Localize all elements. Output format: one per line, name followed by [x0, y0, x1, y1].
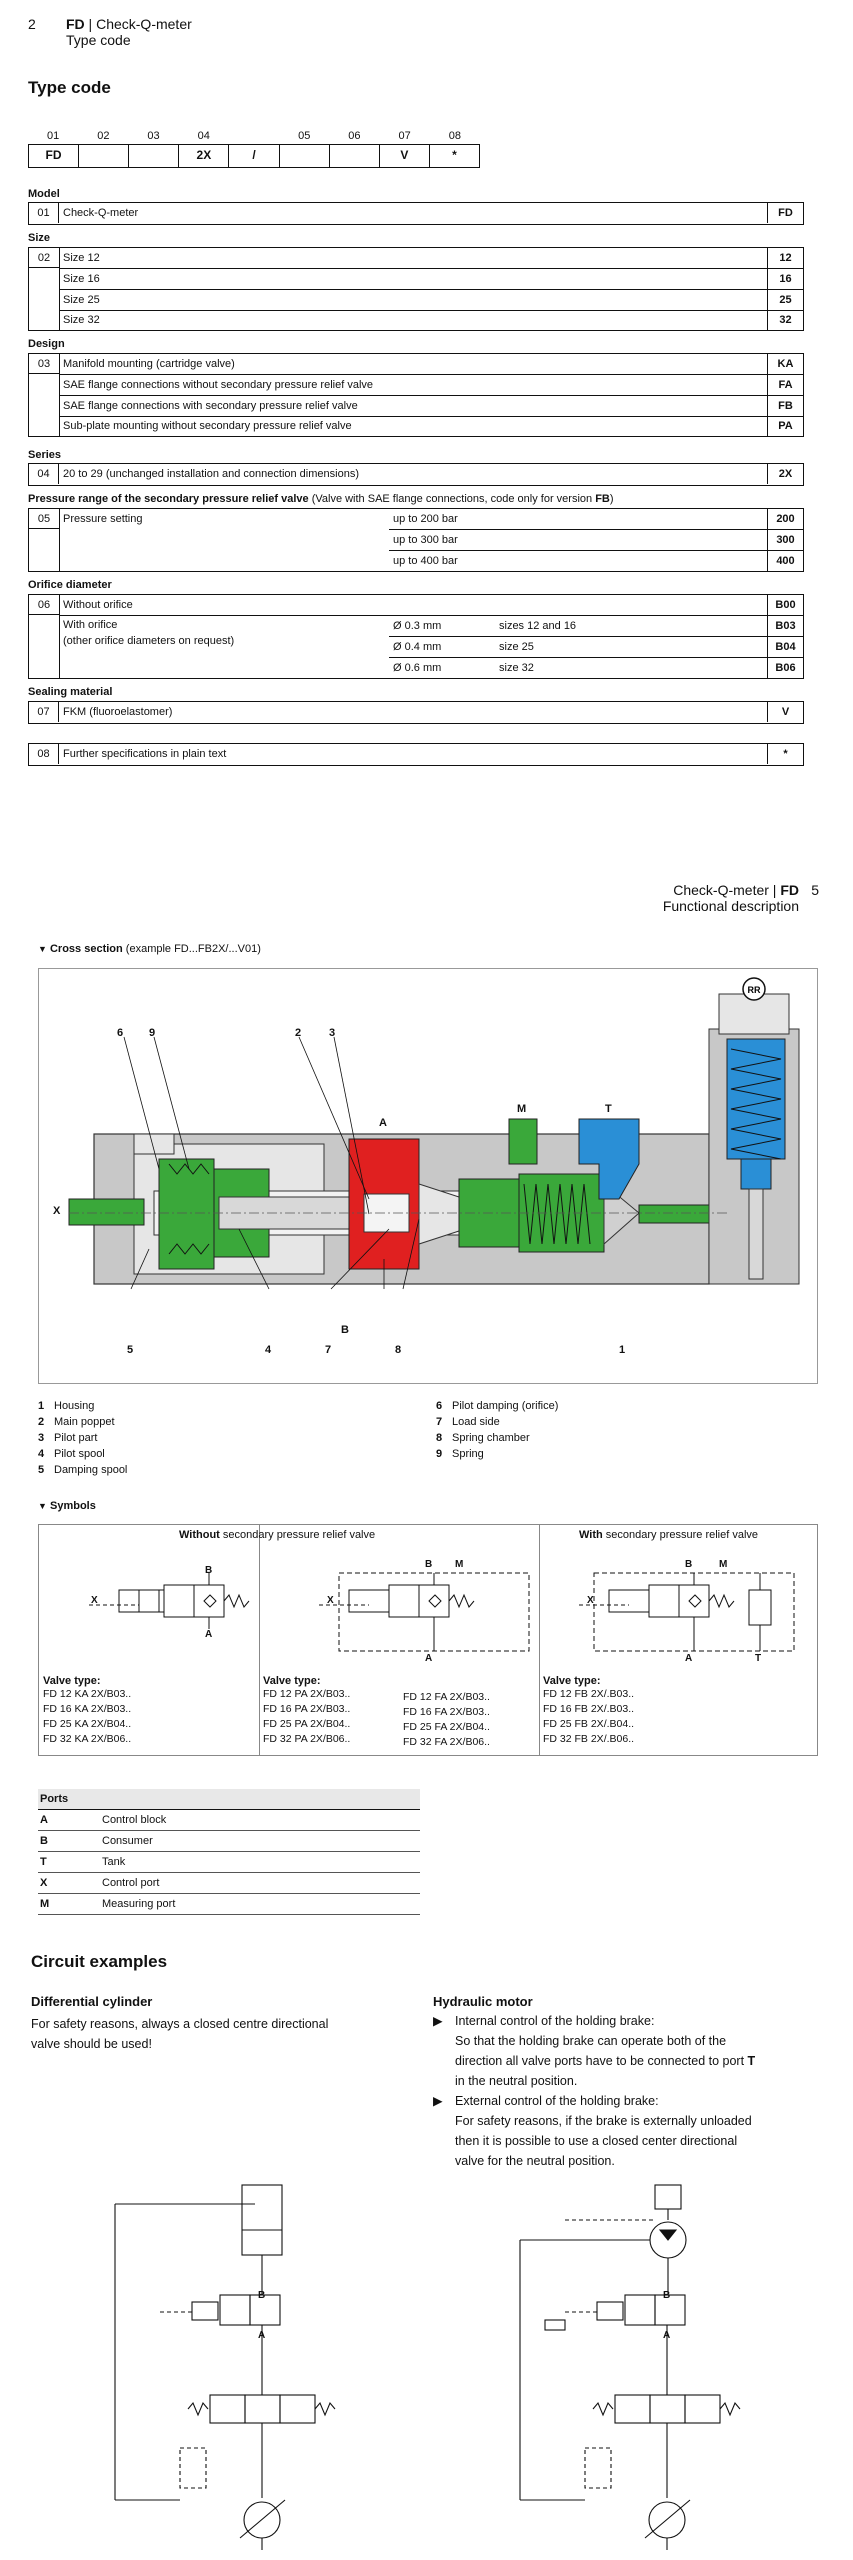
callout-5: 5: [127, 1344, 134, 1356]
callout-6: 6: [117, 1027, 124, 1039]
callout-b: B: [341, 1324, 349, 1336]
callout-m: M: [517, 1103, 527, 1115]
motor-port-b: B: [663, 2290, 671, 2301]
series-table: 04 20 to 29 (unchanged installation and …: [28, 463, 804, 486]
sym1-port-b: B: [205, 1565, 213, 1576]
model-label: Model: [28, 188, 60, 200]
callout-3: 3: [329, 1027, 336, 1039]
svg-text:RR: RR: [748, 985, 761, 995]
bullet-arrow-icon: ▶: [433, 2094, 443, 2108]
hydraulic-motor-text: ▶Internal control of the holding brake: …: [433, 2011, 833, 2171]
cross-section-drawing: RR: [68, 977, 800, 1290]
sym1-port-a: A: [205, 1629, 213, 1640]
triangle-down-icon: ▼: [38, 1501, 47, 1511]
with-prv-heading: With secondary pressure relief valve: [579, 1529, 759, 1541]
callout-x: X: [53, 1205, 61, 1217]
diff-cylinder-circuit: [114, 2184, 336, 2550]
sealing-label: Sealing material: [28, 686, 113, 698]
valve-type-col3: FD 12 FA 2X/B03.. FD 16 FA 2X/B03.. FD 2…: [403, 1691, 490, 1748]
sym1-port-x: X: [91, 1595, 98, 1606]
page-right-number: 5: [811, 882, 819, 898]
valve-type-col4: Valve type: FD 12 FB 2X/.B03.. FD 16 FB …: [543, 1675, 635, 1745]
callout-2: 2: [295, 1027, 302, 1039]
circuit-examples-heading: Circuit examples: [31, 1952, 168, 1971]
design-label: Design: [28, 338, 65, 350]
hydraulic-motor-heading: Hydraulic motor: [433, 1994, 533, 2009]
without-prv-heading: Without secondary pressure relief valve: [179, 1529, 376, 1541]
valve-type-col2: Valve type: FD 12 PA 2X/B03.. FD 16 PA 2…: [263, 1675, 351, 1745]
sym3-port-a: A: [685, 1653, 693, 1664]
cross-section-heading: ▼ Cross section (example FD...FB2X/...V0…: [38, 943, 261, 955]
page-title: FD | Check-Q-meter: [66, 16, 192, 32]
callout-7: 7: [325, 1344, 332, 1356]
pressure-label: Pressure range of the secondary pressure…: [28, 493, 614, 505]
sym2-port-m: M: [455, 1559, 464, 1570]
sym3-port-b: B: [685, 1559, 693, 1570]
callout-4: 4: [265, 1344, 272, 1356]
page-subtitle: Type code: [66, 32, 131, 48]
series-label: Series: [28, 449, 62, 461]
motor-port-a: A: [663, 2330, 671, 2341]
symbols-heading: ▼ Symbols: [38, 1500, 96, 1512]
diff-port-a: A: [258, 2330, 266, 2341]
callout-1: 1: [619, 1344, 626, 1356]
x-port-rod: [68, 1198, 145, 1226]
valve-symbols: [89, 1572, 795, 1652]
symbols-frame: Without secondary pressure relief valve …: [38, 1524, 818, 1756]
page-number: 2: [28, 16, 36, 32]
sym2-port-a: A: [425, 1653, 433, 1664]
callout-a: A: [379, 1117, 387, 1129]
sym2-port-b: B: [425, 1559, 433, 1570]
sealing-table: 07 FKM (fluoroelastomer) V: [28, 701, 804, 724]
bullet-arrow-icon: ▶: [433, 2014, 443, 2028]
triangle-down-icon: ▼: [38, 944, 47, 954]
size-label: Size: [28, 232, 51, 244]
sym3-port-m: M: [719, 1559, 728, 1570]
orifice-label: Orifice diameter: [28, 579, 112, 591]
model-table: 01 Check-Q-meter FD: [28, 202, 804, 225]
sym3-port-t: T: [755, 1653, 762, 1664]
page-right-subtitle: Functional description: [662, 898, 799, 914]
diff-port-b: B: [258, 2290, 266, 2301]
callout-t: T: [605, 1103, 612, 1115]
cross-section-frame: RR 6 9 2 3 A M T X 5 4 7 B 8 1: [38, 968, 818, 1384]
sym3-port-x: X: [587, 1595, 594, 1606]
valve-type-col1: Valve type: FD 12 KA 2X/B03.. FD 16 KA 2…: [43, 1675, 132, 1745]
diff-cylinder-text: For safety reasons, always a closed cent…: [31, 2017, 329, 2051]
callout-8: 8: [395, 1344, 402, 1356]
port-m: [508, 1118, 538, 1165]
page-right-title: Check-Q-meter | FD: [673, 882, 799, 898]
diff-cylinder-heading: Differential cylinder: [31, 1994, 153, 2009]
hydraulic-motor-circuit: [519, 2184, 741, 2550]
design-table: 03 Manifold mounting (cartridge valve)KA…: [28, 353, 804, 437]
further-table: 08 Further specifications in plain text …: [28, 743, 804, 766]
type-code-heading: Type code: [28, 78, 111, 97]
sym2-port-x: X: [327, 1595, 334, 1606]
port-t: [578, 1118, 640, 1200]
callout-9: 9: [149, 1027, 156, 1039]
